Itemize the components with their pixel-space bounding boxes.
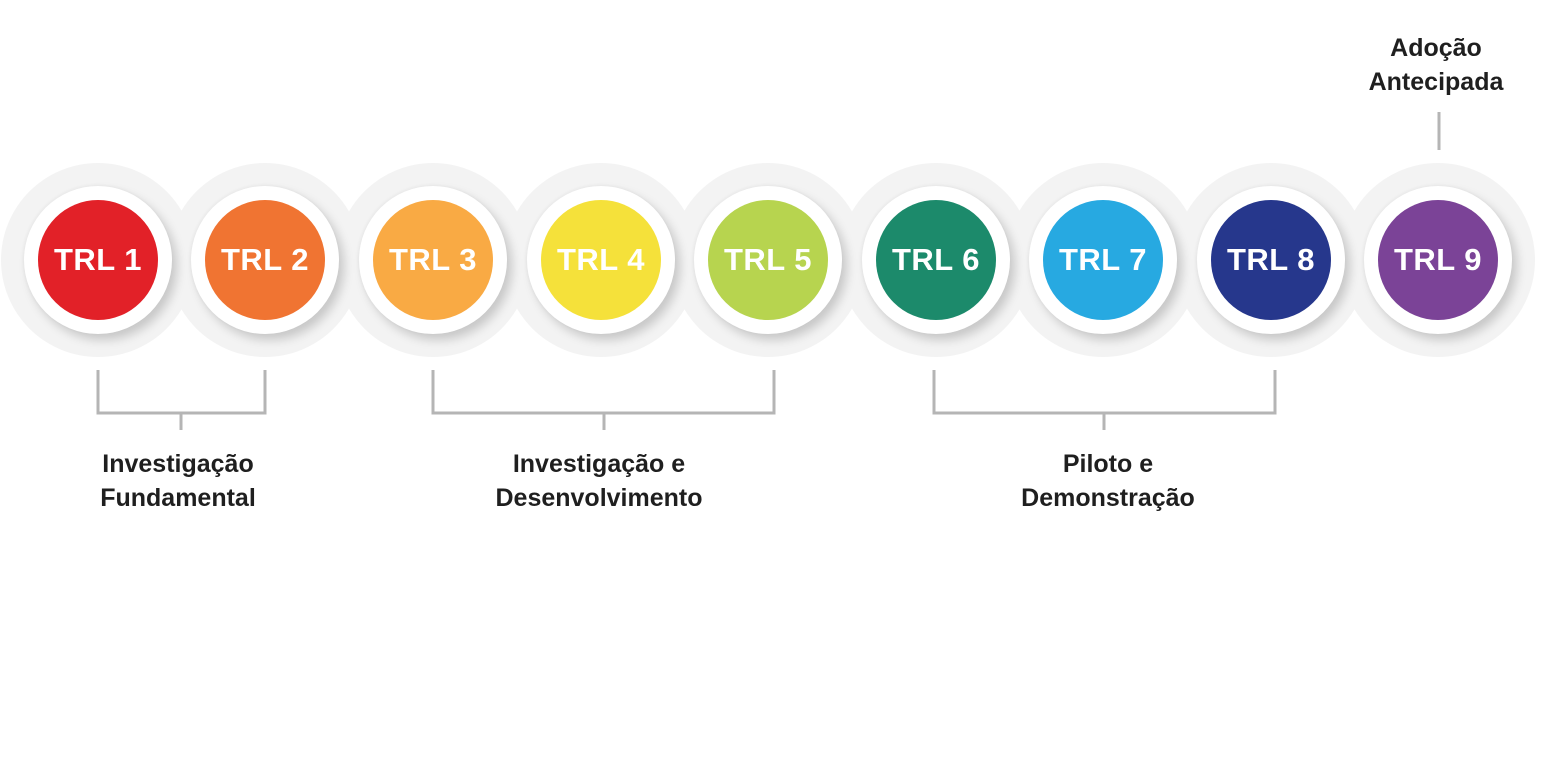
trl-3-circle: TRL 3: [359, 186, 507, 334]
trl-2-circle: TRL 2: [191, 186, 339, 334]
phase-label-development-line1: Investigação e: [512, 450, 686, 478]
trl-4-disc: TRL 4: [541, 200, 661, 320]
phase-label-pilot-line1: Piloto e: [1062, 450, 1154, 478]
bracket-pilot: [932, 370, 1277, 430]
trl-5-circle: TRL 5: [694, 186, 842, 334]
early-adoption-label: Adoção Antecipada: [1306, 31, 1556, 99]
trl-8-circle: TRL 8: [1197, 186, 1345, 334]
bracket-development: [431, 370, 776, 430]
trl-7-circle: TRL 7: [1029, 186, 1177, 334]
trl-6-disc: TRL 6: [876, 200, 996, 320]
phase-label-fundamental: Investigação Fundamental: [48, 447, 308, 515]
trl-2-disc: TRL 2: [205, 200, 325, 320]
trl-6-circle: TRL 6: [862, 186, 1010, 334]
trl-7-disc: TRL 7: [1043, 200, 1163, 320]
trl-8-disc: TRL 8: [1211, 200, 1331, 320]
bracket-fundamental: [96, 370, 267, 430]
trl-3-disc: TRL 3: [373, 200, 493, 320]
trl-9-circle: TRL 9: [1364, 186, 1512, 334]
early-adoption-line1: Adoção: [1390, 34, 1482, 62]
phase-label-pilot: Piloto e Demonstração: [978, 447, 1238, 515]
phase-label-development-line2: Desenvolvimento: [495, 484, 703, 512]
trl-5-disc: TRL 5: [708, 200, 828, 320]
early-adoption-line2: Antecipada: [1368, 68, 1504, 96]
phase-label-fundamental-line2: Fundamental: [100, 484, 256, 512]
trl-9-disc: TRL 9: [1378, 200, 1498, 320]
trl-4-circle: TRL 4: [527, 186, 675, 334]
phase-label-development: Investigação e Desenvolvimento: [469, 447, 729, 515]
trl-1-circle: TRL 1: [24, 186, 172, 334]
phase-label-pilot-line2: Demonstração: [1021, 484, 1195, 512]
phase-label-fundamental-line1: Investigação: [102, 450, 254, 478]
trl-1-disc: TRL 1: [38, 200, 158, 320]
